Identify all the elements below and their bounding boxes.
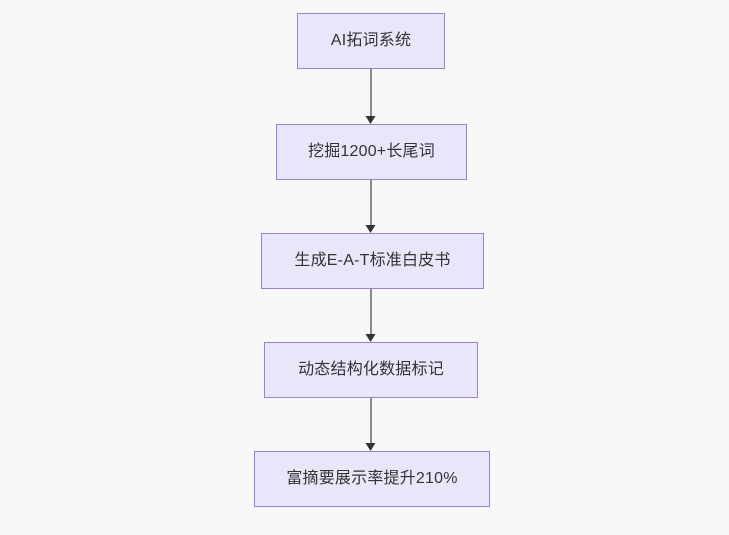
flow-node-n4[interactable]: 动态结构化数据标记 [264,342,478,398]
flow-node-n5[interactable]: 富摘要展示率提升210% [254,451,490,507]
edge-line-icon [370,69,372,117]
edge-line-icon [370,180,372,226]
flow-node-label: 动态结构化数据标记 [298,361,444,378]
flow-node-label: 挖掘1200+长尾词 [308,143,435,160]
arrow-head-icon [365,334,376,342]
arrow-head-icon [365,443,376,451]
flow-node-n3[interactable]: 生成E-A-T标准白皮书 [261,233,484,289]
edge-line-icon [370,289,372,335]
arrow-head-icon [365,116,376,124]
arrow-head-icon [365,225,376,233]
edge-line-icon [370,398,372,444]
flow-node-n2[interactable]: 挖掘1200+长尾词 [276,124,467,180]
flow-node-n1[interactable]: AI拓词系统 [297,13,445,69]
flow-node-label: 生成E-A-T标准白皮书 [294,252,451,269]
flow-node-label: 富摘要展示率提升210% [286,470,458,487]
flow-node-label: AI拓词系统 [330,32,412,49]
